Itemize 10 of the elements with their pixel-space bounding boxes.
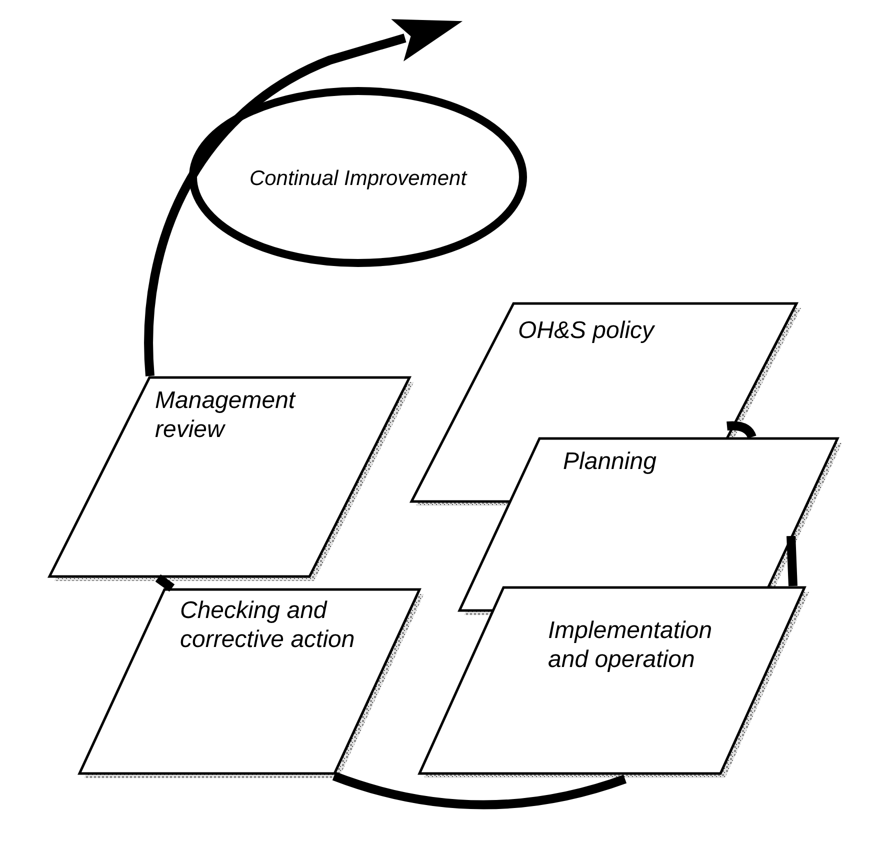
- curved-arrow: [144, 19, 463, 376]
- connector-arc: [332, 772, 626, 810]
- box-label: Checking and corrective action: [180, 596, 356, 654]
- connector-arc: [726, 421, 756, 439]
- connector-arc: [155, 574, 175, 592]
- box-label: OH&S policy: [518, 316, 656, 345]
- box-label: Management review: [155, 386, 297, 444]
- box-label: Planning: [563, 447, 658, 476]
- box-label: Continual Improvement: [248, 166, 468, 192]
- box-label: Implementation and operation: [548, 616, 714, 674]
